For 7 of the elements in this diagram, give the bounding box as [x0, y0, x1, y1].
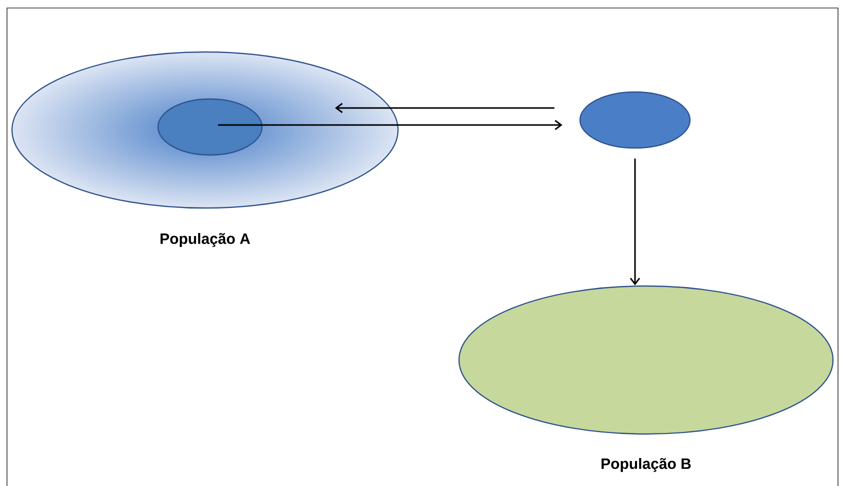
inner-ellipse	[157, 98, 263, 156]
node-label: População B	[602, 458, 691, 472]
arrow	[218, 120, 562, 130]
arrow	[630, 158, 640, 286]
inner-ellipse	[579, 91, 691, 149]
node-label: População A	[160, 232, 250, 247]
arrow	[335, 102, 554, 114]
